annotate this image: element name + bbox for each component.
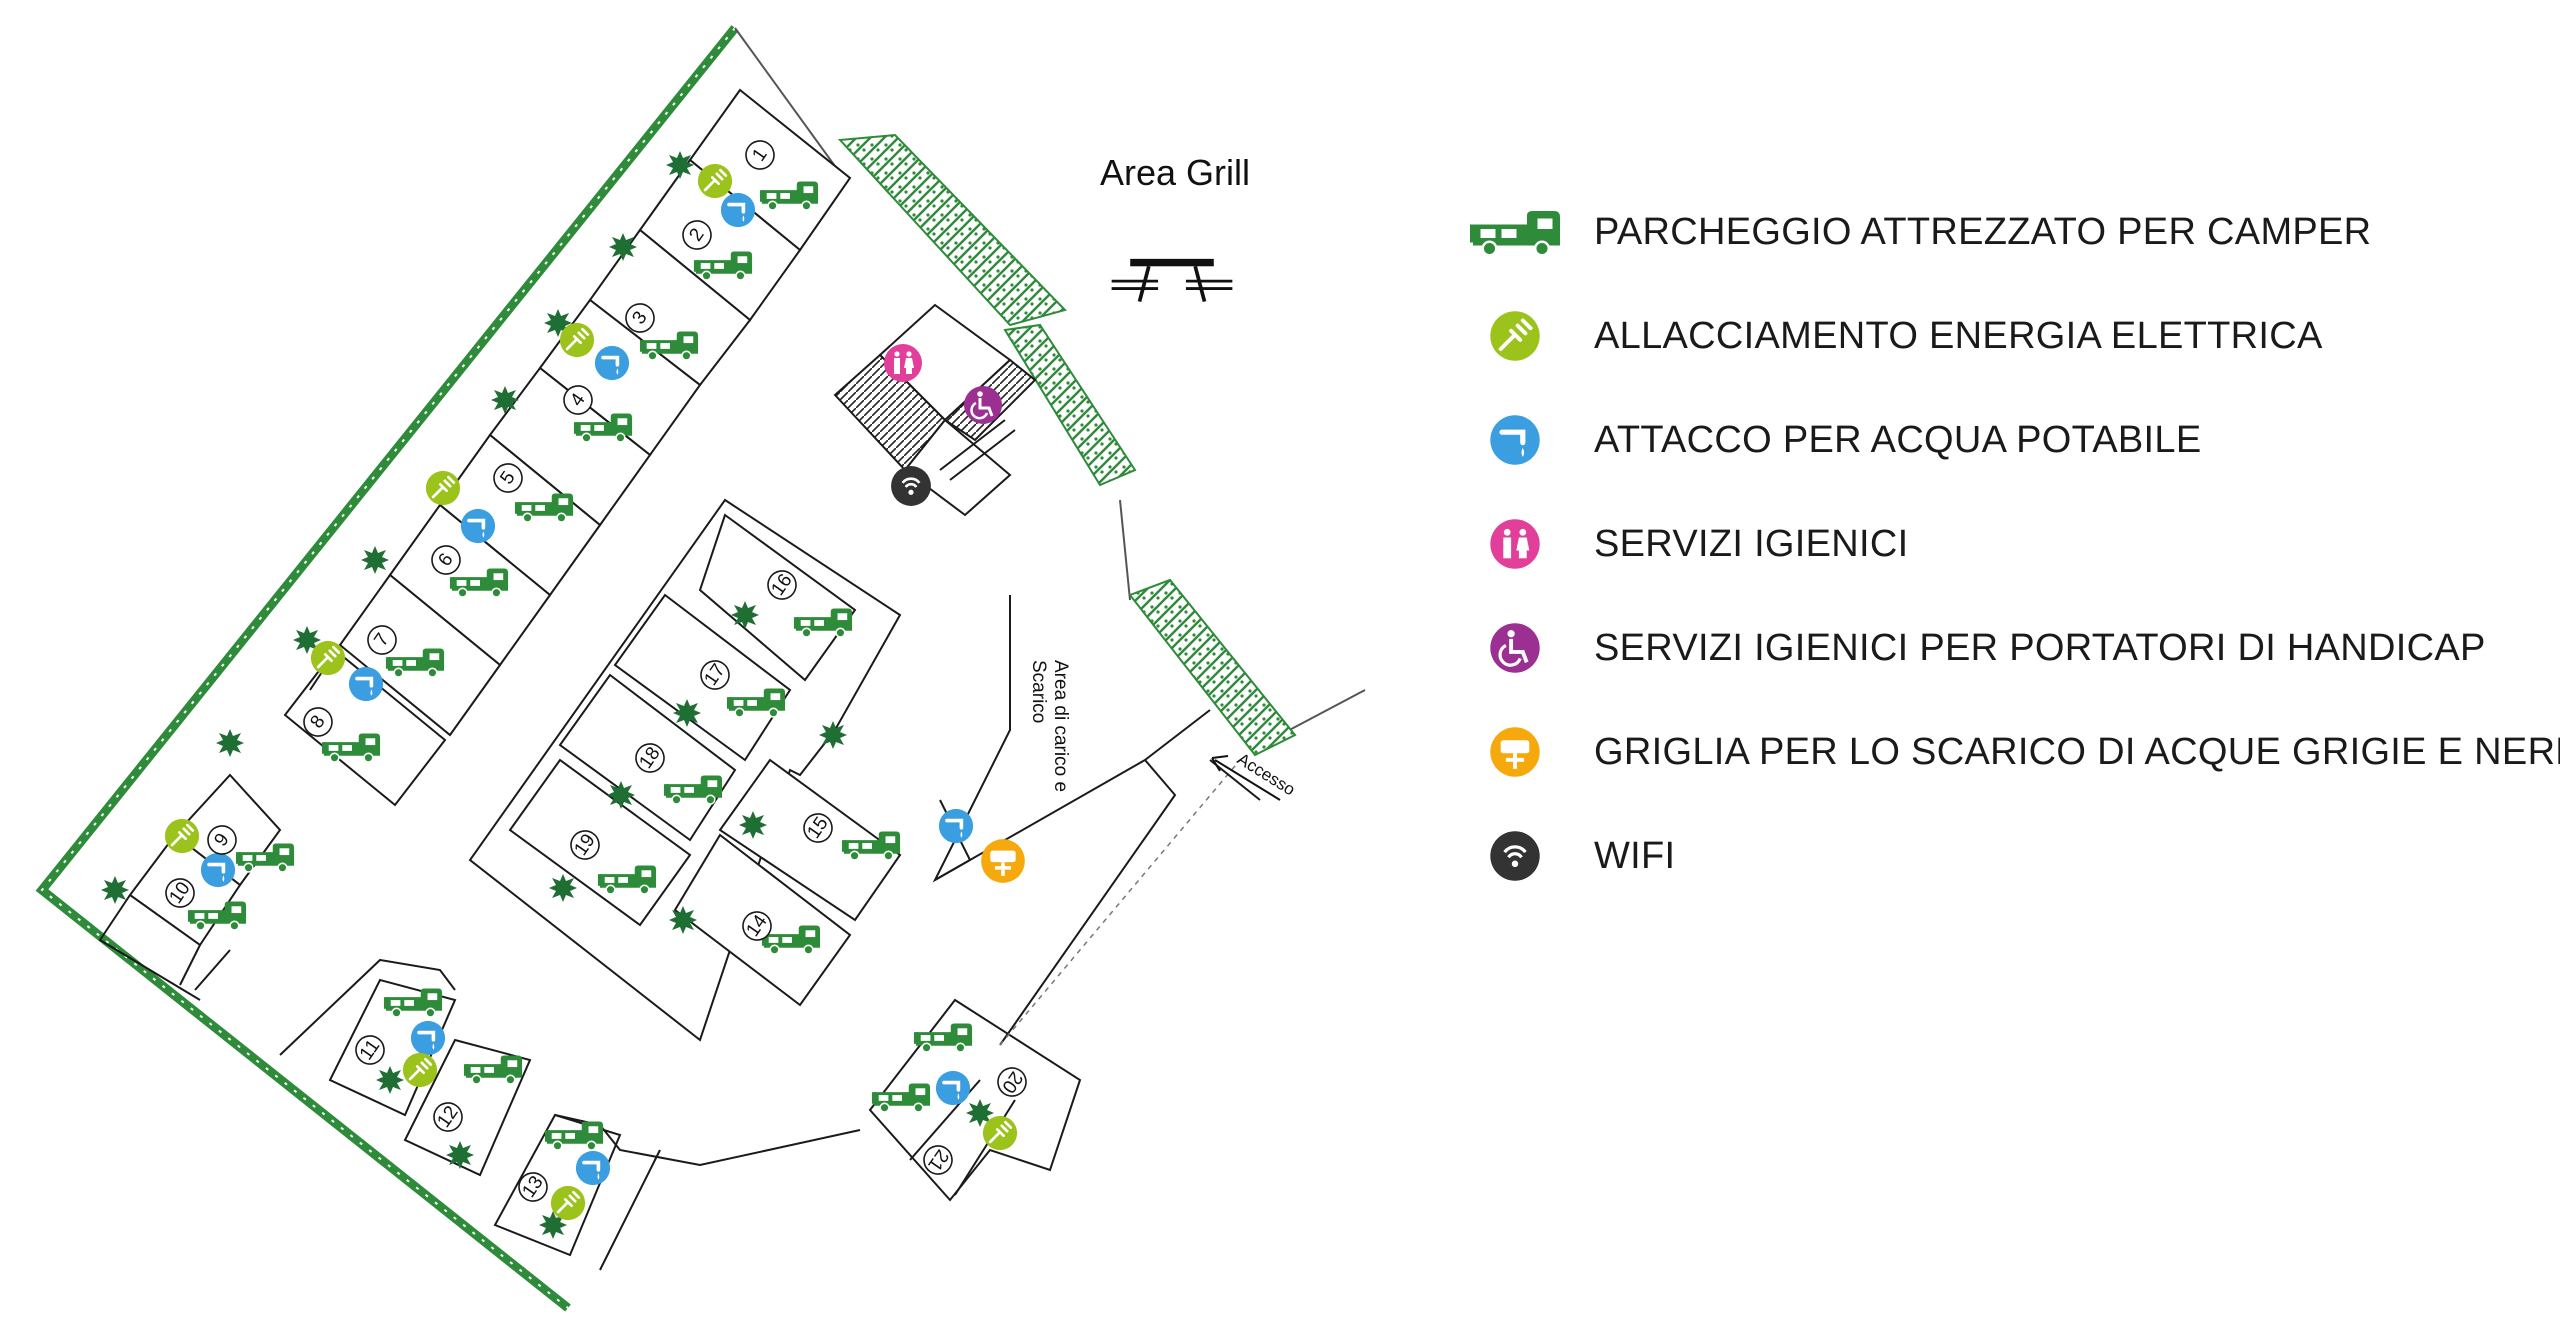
waste-grid-icon	[1460, 720, 1570, 784]
stall-number-18: 18	[635, 743, 665, 773]
stall-number-21: 21	[923, 1145, 953, 1175]
stall-number-11: 11	[355, 1035, 385, 1065]
toilets-icon	[1460, 512, 1570, 576]
legend-item-wifi: WIFI	[1460, 804, 2560, 908]
stall-number-19: 19	[570, 830, 600, 860]
service-building	[833, 303, 1037, 517]
hedge-strips	[837, 133, 1297, 757]
wifi-icon	[1460, 824, 1570, 888]
stall-row-west-end	[98, 894, 201, 1001]
legend-label: SERVIZI IGIENICI PER PORTATORI DI HANDIC…	[1594, 626, 2486, 669]
wheelchair-icon	[1460, 616, 1570, 680]
stall-number-15: 15	[803, 813, 833, 843]
legend-label: SERVIZI IGIENICI	[1594, 522, 1909, 565]
legend-item-camper: PARCHEGGIO ATTREZZATO PER CAMPER	[1460, 180, 2560, 284]
stall-number-5: 5	[493, 463, 523, 493]
legend-item-electric: ALLACCIAMENTO ENERGIA ELETTRICA	[1460, 284, 2560, 388]
stall-number-7: 7	[367, 625, 397, 655]
stall-number-10: 10	[165, 878, 195, 908]
camper-icon	[1460, 200, 1570, 264]
stall-number-4: 4	[563, 385, 593, 415]
legend-item-waste-grid: GRIGLIA PER LO SCARICO DI ACQUE GRIGIE E…	[1460, 700, 2560, 804]
legend-label: ATTACCO PER ACQUA POTABILE	[1594, 418, 2202, 461]
legend-label: PARCHEGGIO ATTREZZATO PER CAMPER	[1594, 210, 2372, 253]
electric-plug-icon	[1460, 304, 1570, 368]
stall-number-17: 17	[700, 660, 730, 690]
stall-number-20: 20	[997, 1067, 1027, 1097]
stall-number-14: 14	[742, 911, 772, 941]
stall-number-8: 8	[303, 707, 333, 737]
svg-text:Scarico: Scarico	[1028, 660, 1049, 723]
stall-number-1: 1	[745, 140, 775, 170]
hedge-boundary	[35, 25, 739, 1312]
legend-label: WIFI	[1594, 834, 1676, 877]
legend: PARCHEGGIO ATTREZZATO PER CAMPER ALLACCI…	[1460, 180, 2560, 908]
trees	[101, 151, 994, 1239]
boundary-line	[734, 27, 846, 181]
legend-item-accessible-toilets: SERVIZI IGIENICI PER PORTATORI DI HANDIC…	[1460, 596, 2560, 700]
legend-item-water: ATTACCO PER ACQUA POTABILE	[1460, 388, 2560, 492]
stall-number-6: 6	[431, 545, 461, 575]
grill-area-label: Area Grill	[1100, 152, 1250, 193]
stall-number-3: 3	[625, 303, 655, 333]
picnic-table-icon	[1109, 256, 1235, 304]
stall-number-13: 13	[518, 1172, 548, 1202]
stall-number-9: 9	[207, 825, 237, 855]
access-arrow: Accesso	[1211, 749, 1298, 801]
loading-area-label: Area di carico e Scarico	[1028, 660, 1071, 792]
legend-item-toilets: SERVIZI IGIENICI	[1460, 492, 2560, 596]
stall-number-16: 16	[767, 570, 797, 600]
stall-cluster-south	[279, 958, 861, 1271]
legend-label: GRIGLIA PER LO SCARICO DI ACQUE GRIGIE E…	[1594, 730, 2560, 773]
campsite-map: Area Grill Area di carico e Scarico Acce…	[35, 25, 1366, 1312]
legend-label: ALLACCIAMENTO ENERGIA ELETTRICA	[1594, 314, 2323, 357]
boundary-line-east	[1119, 499, 1366, 736]
svg-text:Area di carico e: Area di carico e	[1050, 660, 1071, 792]
stall-number-12: 12	[433, 1102, 463, 1132]
water-tap-icon	[1460, 408, 1570, 472]
stall-number-2: 2	[682, 220, 712, 250]
